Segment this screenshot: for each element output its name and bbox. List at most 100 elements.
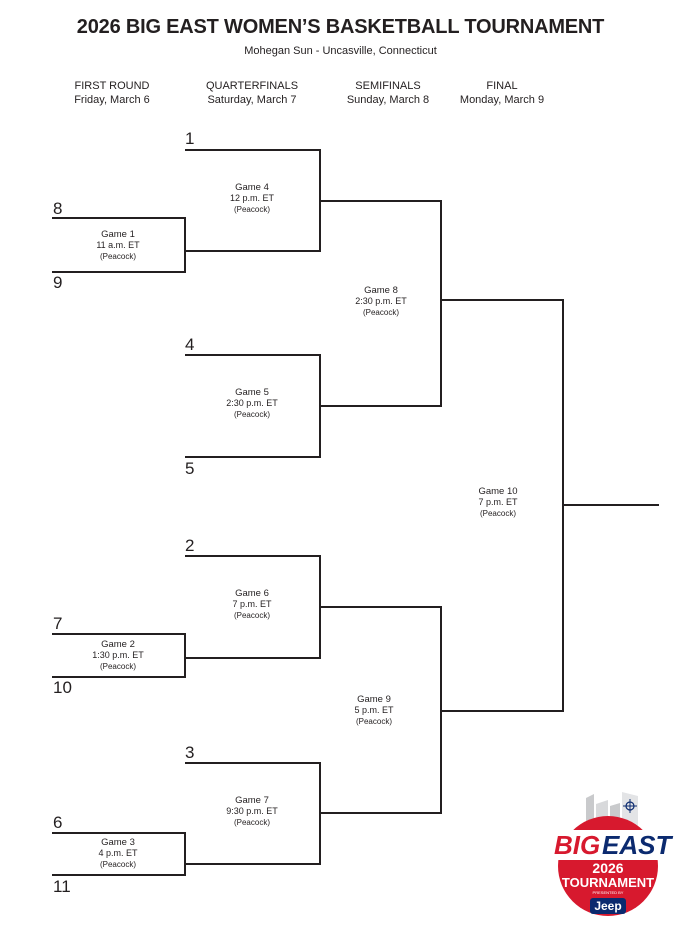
seed-10: 10 [53,678,72,697]
seed-5: 5 [185,459,195,478]
game-time: 12 p.m. ET [229,193,274,203]
bracket-line [52,633,185,635]
round-date: Sunday, March 8 [346,94,430,106]
game-time: 4 p.m. ET [98,848,138,858]
game-name: Game 6 [235,588,269,599]
game-10-label: Game 10 7 p.m. ET (Peacock) [443,486,553,519]
bracket-line [440,606,442,814]
bracket-line [185,250,320,252]
seed-3: 3 [185,743,195,762]
bracket-line [319,555,321,659]
champion-line [563,504,659,506]
seed-6: 6 [53,813,63,832]
bracket-line [562,299,564,712]
page-title: 2026 BIG EAST WOMEN’S BASKETBALL TOURNAM… [76,16,605,38]
game-network: (Peacock) [99,662,136,671]
brand-banner [526,830,668,860]
game-7-label: Game 7 9:30 p.m. ET (Peacock) [197,795,307,828]
bracket-line [185,657,320,659]
game-8-label: Game 8 2:30 p.m. ET (Peacock) [326,285,436,318]
game-4-label: Game 4 12 p.m. ET (Peacock) [197,182,307,215]
game-time: 9:30 p.m. ET [226,806,278,816]
game-name: Game 7 [235,795,269,806]
logo-year: 2026 [592,860,623,876]
big-east-tournament-logo: BIG EAST 2026 TOURNAMENT PRESENTED BY Je… [526,784,678,924]
bracket-line [185,149,320,151]
game-name: Game 8 [364,285,398,296]
game-9-label: Game 9 5 p.m. ET (Peacock) [319,694,429,727]
bracket-line [185,354,320,356]
game-name: Game 9 [357,694,391,705]
bracket-line [52,676,185,678]
game-network: (Peacock) [233,410,270,419]
bracket-line [52,874,185,876]
round-name: SEMIFINALS [355,80,421,92]
bracket-line [185,863,320,865]
bracket-line [319,149,321,252]
bracket-line [319,354,321,458]
game-network: (Peacock) [355,717,392,726]
game-3-label: Game 3 4 p.m. ET (Peacock) [63,837,173,870]
sponsor-badge [590,898,626,914]
brand-east-text: EAST [602,830,673,860]
sponsor-name: Jeep [594,899,621,913]
round-header-final: FINAL Monday, March 9 [442,79,562,107]
seed-4: 4 [185,335,195,354]
game-1-label: Game 1 11 a.m. ET (Peacock) [63,229,173,262]
round-name: QUARTERFINALS [205,80,299,92]
seed-2: 2 [185,536,195,555]
logo-tournament: TOURNAMENT [562,875,654,890]
game-time: 5 p.m. ET [354,705,394,715]
game-name: Game 2 [101,639,135,650]
game-5-label: Game 5 2:30 p.m. ET (Peacock) [197,387,307,420]
seed-9: 9 [53,273,63,292]
bracket-line [52,271,185,273]
bracket-line [185,555,320,557]
round-date: Saturday, March 7 [207,94,297,106]
venue-subtitle: Mohegan Sun - Uncasville, Connecticut [244,45,437,57]
game-network: (Peacock) [99,252,136,261]
game-time: 2:30 p.m. ET [226,398,278,408]
bracket-line [441,299,563,301]
game-time: 7 p.m. ET [232,599,272,609]
seed-11: 11 [53,877,71,896]
game-time: 7 p.m. ET [478,497,518,507]
game-network: (Peacock) [362,308,399,317]
bracket-line [52,217,185,219]
game-2-label: Game 2 1:30 p.m. ET (Peacock) [63,639,173,672]
seed-1: 1 [185,129,195,148]
round-date: Friday, March 6 [74,94,150,106]
bracket-line [320,405,441,407]
game-6-label: Game 6 7 p.m. ET (Peacock) [197,588,307,621]
seed-7: 7 [53,614,63,633]
bracket-line [52,832,185,834]
bracket-line [185,762,320,764]
bracket-line [320,606,441,608]
round-date: Monday, March 9 [459,94,545,106]
game-name: Game 1 [101,229,135,240]
bracket-line [185,456,320,458]
game-network: (Peacock) [479,509,516,518]
round-name: FIRST ROUND [74,80,150,92]
game-network: (Peacock) [99,860,136,869]
round-header-quarterfinals: QUARTERFINALS Saturday, March 7 [192,79,312,107]
game-name: Game 10 [478,486,518,497]
seed-8: 8 [53,199,63,218]
game-name: Game 4 [235,182,269,193]
game-name: Game 3 [101,837,135,848]
game-time: 11 a.m. ET [96,240,140,250]
logo-presented-by: PRESENTED BY [593,890,624,895]
game-network: (Peacock) [233,205,270,214]
round-header-semifinals: SEMIFINALS Sunday, March 8 [328,79,448,107]
bracket-line [319,762,321,865]
bracket-line [320,200,441,202]
game-network: (Peacock) [233,611,270,620]
bracket-line [320,812,441,814]
bracket-line [440,200,442,407]
round-header-first-round: FIRST ROUND Friday, March 6 [52,79,172,107]
bracket-line [184,217,186,273]
bracket-line [441,710,563,712]
game-time: 1:30 p.m. ET [92,650,144,660]
round-name: FINAL [486,80,518,92]
